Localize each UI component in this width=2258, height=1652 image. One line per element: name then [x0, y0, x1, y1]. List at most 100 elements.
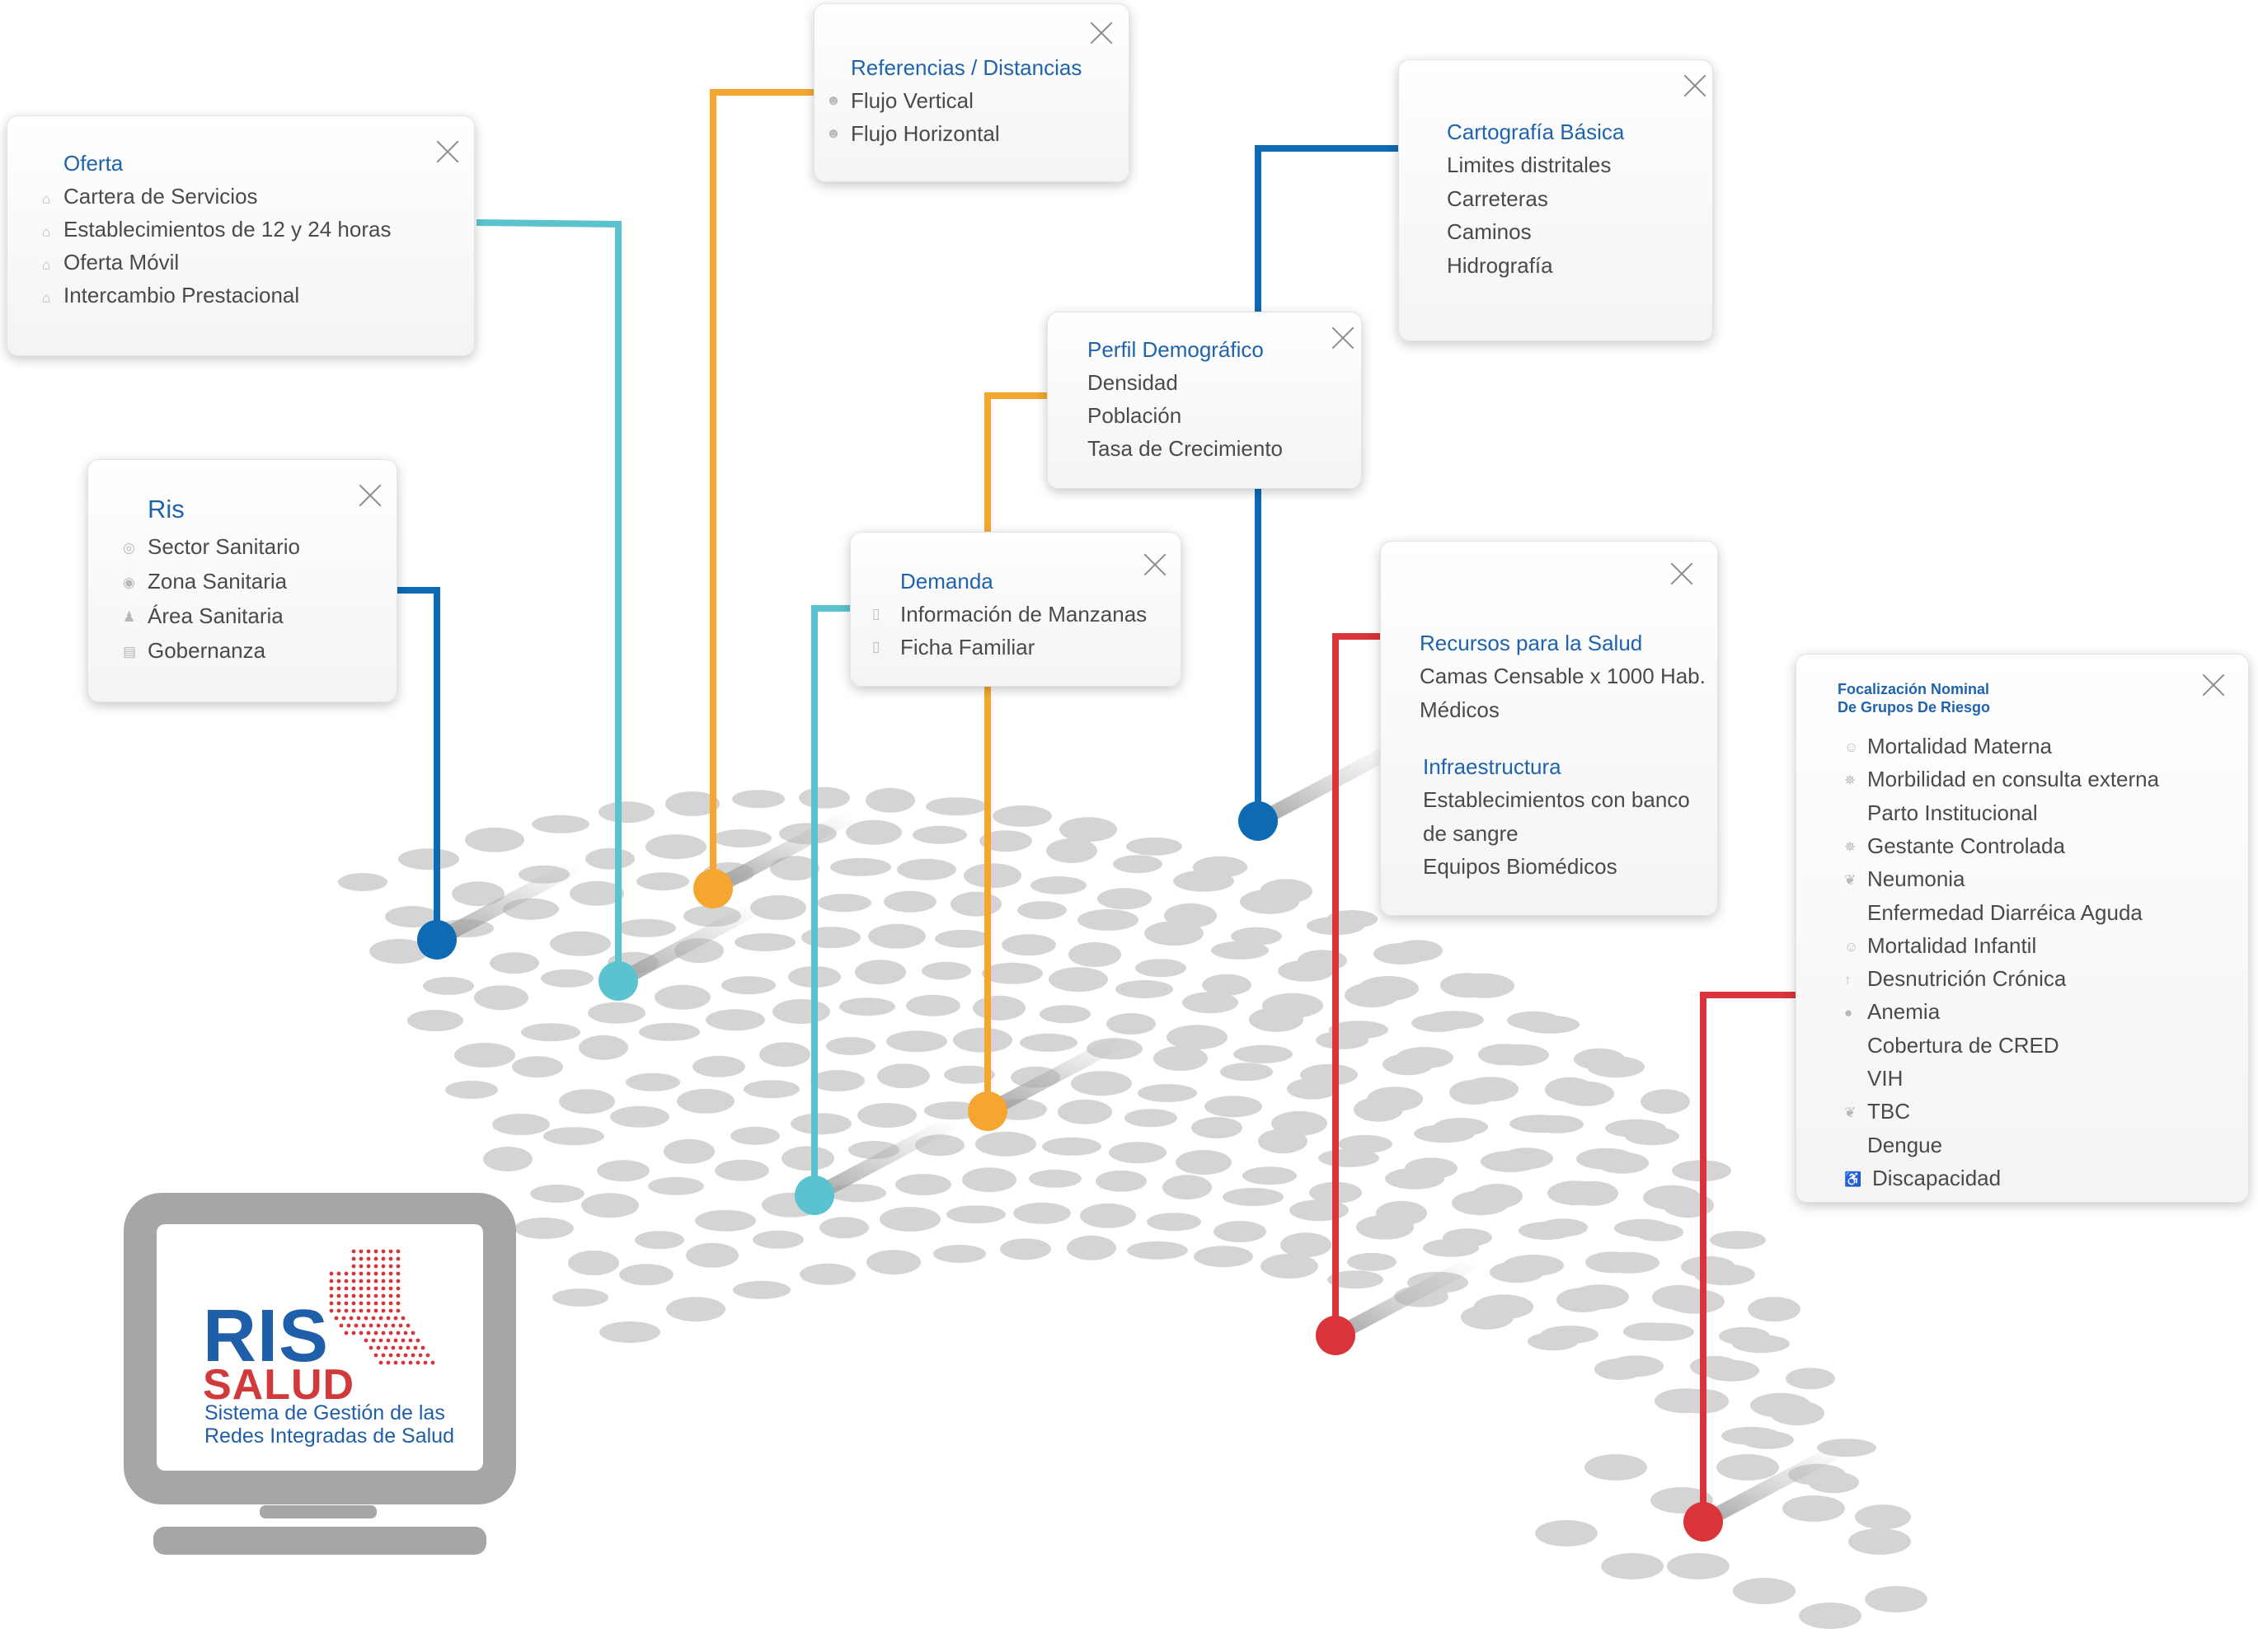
logo-map-dot [359, 1271, 364, 1276]
map-dot [800, 1263, 856, 1285]
list-item: Ficha Familiar [900, 635, 1035, 659]
map-dot [1162, 1175, 1212, 1200]
map-dot [1732, 1335, 1790, 1354]
map-dot [664, 1138, 715, 1164]
logo-map-dot [396, 1279, 401, 1284]
close-icon[interactable] [1683, 73, 1707, 98]
logo-map-dot [401, 1316, 406, 1321]
map-dot [599, 1321, 660, 1343]
logo-map-dot [373, 1264, 378, 1269]
map-dot [369, 939, 429, 964]
map-dot [619, 1264, 674, 1286]
logo-map-dot [356, 1316, 361, 1321]
map-dot [1529, 1115, 1584, 1133]
map-dot [1608, 1355, 1664, 1377]
sector-icon: ◎ [123, 540, 135, 556]
logo-map-dot [376, 1345, 381, 1350]
monitor-neck [260, 1505, 377, 1518]
logo-map-dot [366, 1293, 371, 1298]
list-item: Flujo Horizontal [851, 121, 1000, 146]
map-dot [1298, 950, 1347, 972]
map-dot [1040, 1005, 1091, 1024]
map-dot [770, 856, 819, 881]
logo-map-dot [383, 1345, 388, 1350]
map-dot [1271, 1110, 1327, 1136]
logo-map-dot [378, 1338, 383, 1343]
map-dot [1182, 992, 1238, 1014]
map-dot [1665, 1288, 1725, 1314]
logo-map-dot [381, 1279, 386, 1284]
connector-line [811, 605, 850, 1195]
card-title-line2: De Grupos De Riesgo [1838, 699, 1991, 716]
map-dot [610, 1105, 669, 1128]
close-icon[interactable] [1331, 326, 1355, 350]
logo-map-dot [371, 1316, 376, 1321]
logo-map-dot [415, 1360, 420, 1365]
map-dot [541, 969, 594, 988]
card-ris: Ris ◎ Sector Sanitario ◉ Zona Sanitaria … [87, 459, 397, 702]
map-dot [926, 797, 987, 816]
map-dot [1193, 856, 1247, 878]
map-dot [552, 1288, 608, 1307]
logo-map-dot [418, 1353, 423, 1358]
logo-map-dot [373, 1293, 378, 1298]
logo-map-dot [359, 1293, 364, 1298]
map-dot [1068, 942, 1121, 967]
logo-map-dot [388, 1353, 393, 1358]
map-dot [665, 791, 720, 816]
close-icon[interactable] [1089, 21, 1114, 45]
map-dot [1782, 1495, 1845, 1522]
map-dot [1002, 934, 1056, 956]
close-icon[interactable] [2201, 673, 2226, 697]
logo-map-dot [349, 1316, 354, 1321]
logo-map-dot [393, 1338, 398, 1343]
map-dot [1049, 967, 1108, 993]
logo-map-dot [388, 1279, 393, 1284]
close-icon[interactable] [435, 139, 460, 164]
card-title: Demanda [900, 569, 993, 594]
close-icon[interactable] [358, 483, 383, 508]
map-dot [1020, 1033, 1077, 1052]
close-icon[interactable] [1669, 561, 1694, 586]
map-dot [1176, 1150, 1232, 1175]
logo-map-dot [359, 1331, 364, 1335]
map-dot [884, 890, 937, 913]
map-dot [1558, 1081, 1614, 1106]
logo-map-dot [425, 1353, 430, 1358]
map-dot [1204, 1096, 1262, 1118]
map-dot [1641, 1089, 1690, 1115]
logo-map-dot [420, 1345, 425, 1350]
map-dot [1153, 1046, 1208, 1071]
logo-map-dot [403, 1331, 408, 1335]
logo-map-dot [373, 1353, 378, 1358]
logo-map-dot [366, 1286, 371, 1291]
map-dot [492, 1114, 550, 1135]
logo-map-dot [386, 1338, 391, 1343]
map-dot [1029, 1169, 1082, 1188]
logo-map-dot [381, 1301, 386, 1306]
map-dot [1202, 974, 1251, 996]
map-dot [1000, 1238, 1051, 1260]
logo-map-dot [366, 1331, 371, 1335]
logo-map-dot [381, 1353, 386, 1358]
connector-beam [980, 1030, 1135, 1119]
map-dot [1535, 1520, 1598, 1546]
map-dot [445, 1081, 498, 1099]
connector-beam [1696, 1440, 1851, 1529]
logo-map-dot [366, 1256, 371, 1261]
logo-map-dot [373, 1331, 378, 1335]
logo-map-dot [378, 1360, 383, 1365]
map-dot [846, 819, 902, 845]
map-dot [979, 830, 1032, 852]
map-dot [490, 952, 539, 974]
map-dot [1710, 1231, 1766, 1250]
list-item: Camas Censable x 1000 Hab. [1420, 664, 1706, 688]
close-icon[interactable] [1143, 552, 1167, 577]
logo-map-dot [398, 1323, 403, 1328]
map-dot [982, 962, 1043, 984]
map-dot [753, 1230, 804, 1249]
map-dot [666, 1297, 725, 1322]
logo-map-dot [406, 1323, 411, 1328]
logo-map-dot [351, 1301, 356, 1306]
logo-map-dot [359, 1264, 364, 1269]
